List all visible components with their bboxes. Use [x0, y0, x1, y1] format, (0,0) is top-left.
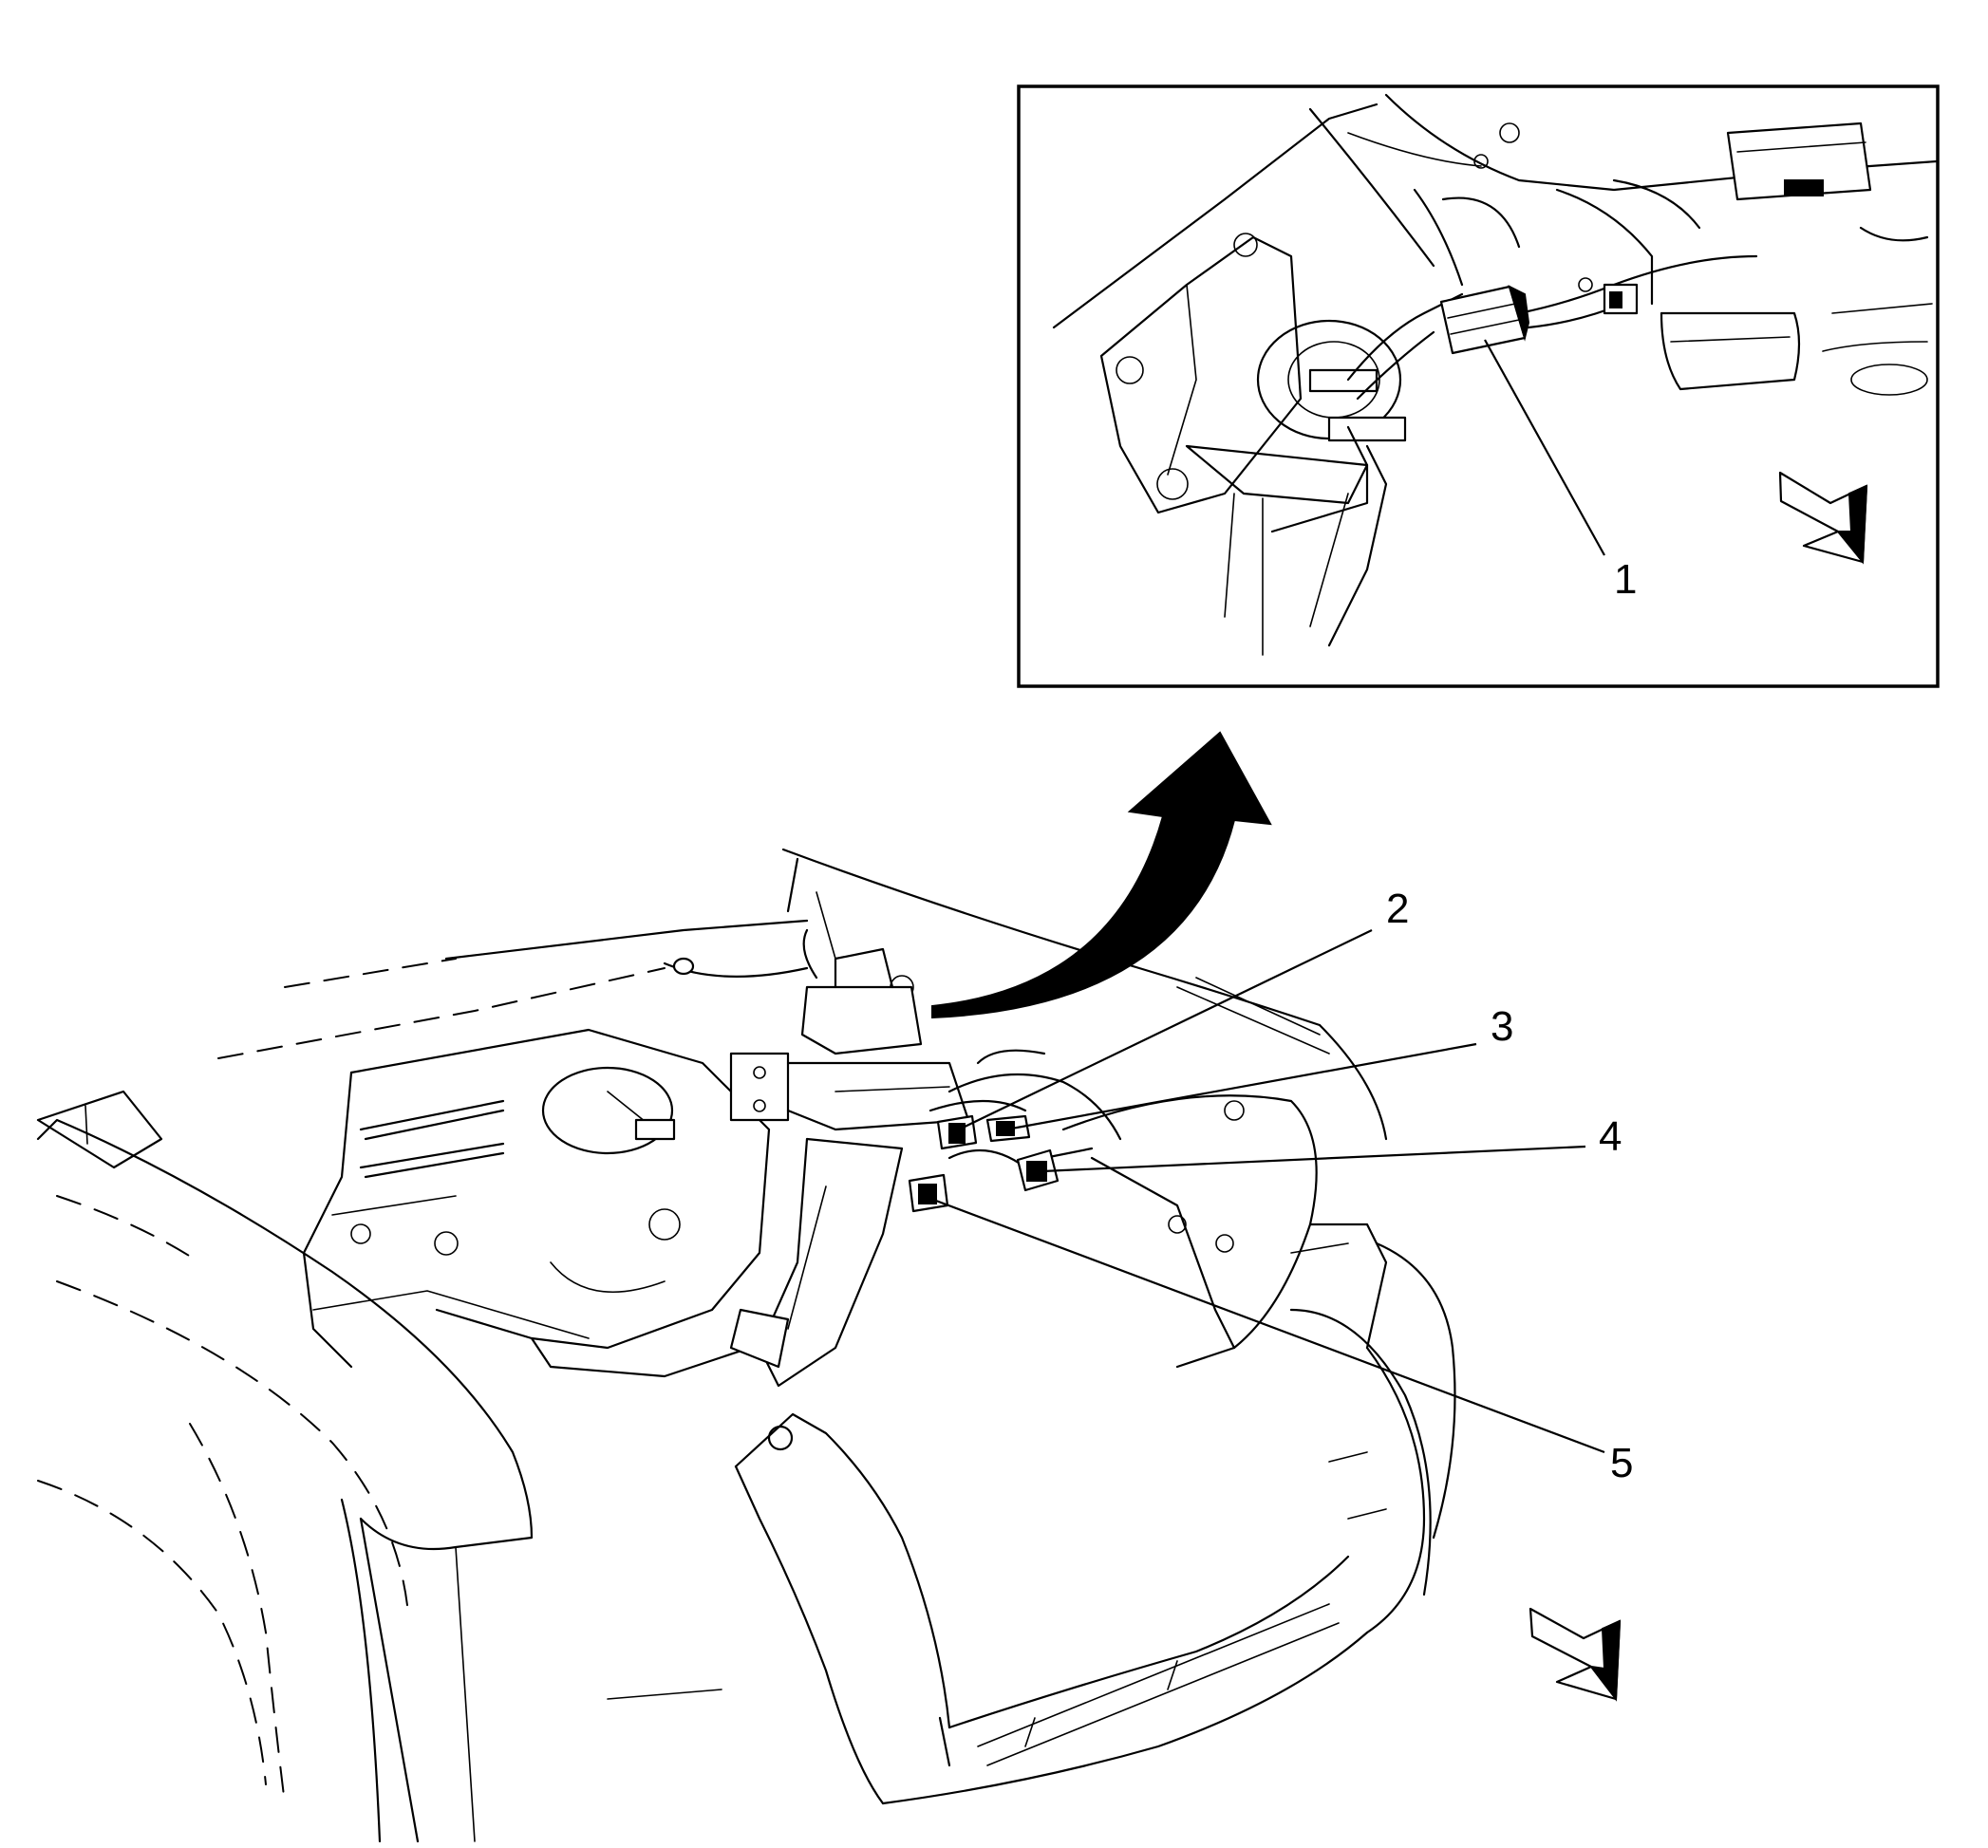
- callout-4: 4: [1599, 1113, 1622, 1160]
- leader-line-4: [1041, 1145, 1586, 1173]
- main-front-arrow-icon: [1529, 1607, 1622, 1702]
- connector-5: [908, 1173, 949, 1213]
- callout-2: 2: [1386, 886, 1409, 932]
- callout-5: 5: [1610, 1440, 1633, 1486]
- inset-drawing: [1052, 93, 1939, 656]
- left-fender: [36, 1090, 534, 1843]
- leader-line-1: [1484, 339, 1605, 556]
- leader-line-2: [958, 929, 1373, 1130]
- front-bumper: [607, 1241, 1456, 1805]
- inset-detail-view: 1: [1017, 84, 1940, 688]
- connector-2: [936, 1114, 978, 1150]
- connector-4: [1016, 1148, 1060, 1192]
- left-apron: [302, 1028, 780, 1378]
- inset-front-arrow-icon: [1778, 471, 1868, 565]
- master-cylinder: [663, 928, 970, 1131]
- right-apron: [1061, 1094, 1432, 1596]
- leader-line-3: [1005, 1042, 1477, 1131]
- detail-curved-arrow-icon: [931, 731, 1272, 1019]
- main-vehicle-view: 2 3 4 5: [36, 848, 1633, 1843]
- callout-1: 1: [1614, 556, 1637, 603]
- cowl-panel: [444, 848, 1388, 1141]
- wiring-harness: [928, 1049, 1122, 1169]
- callout-3: 3: [1491, 1003, 1513, 1050]
- leader-line-5: [928, 1196, 1605, 1454]
